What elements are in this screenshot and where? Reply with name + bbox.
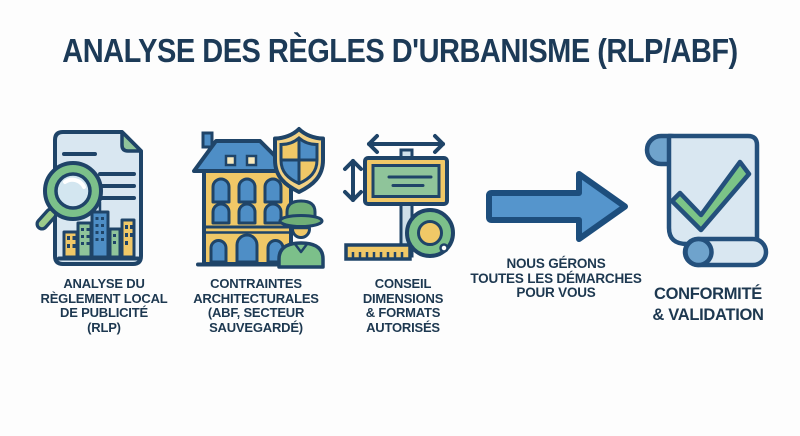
shield-icon — [273, 127, 325, 194]
step-label-contraintes: CONTRAINTES ARCHITECTURALES (ABF, SECTEU… — [166, 276, 346, 335]
checkmark — [669, 159, 752, 233]
step-label-demarches: NOUS GÉRONS TOUTES LES DÉMARCHES POUR VO… — [456, 256, 656, 301]
inspector-figure — [277, 199, 325, 269]
label-line: ANALYSE DU — [63, 276, 145, 291]
label-line: CONTRAINTES — [210, 276, 302, 291]
building — [192, 131, 298, 267]
label-line: SAUVEGARDÉ) — [209, 319, 303, 335]
label-line: DIMENSIONS — [362, 290, 444, 306]
scroll-bottom-roll — [682, 236, 769, 268]
page-title: ANALYSE DES RÈGLES D'URBANISME (RLP/ABF) — [62, 33, 738, 70]
label-line: DE PUBLICITÉ — [60, 305, 148, 320]
label-line: NOUS GÉRONS — [506, 256, 606, 271]
document-magnifier-icon — [35, 130, 143, 266]
label-line: POUR VOUS — [516, 285, 596, 301]
horizontal-arrow — [367, 134, 445, 154]
label-line: CONSEIL — [374, 276, 432, 291]
label-line: TOUTES LES DÉMARCHES — [470, 270, 642, 286]
measuring-tape — [344, 208, 455, 261]
label-line: CONFORMITÉ — [654, 285, 762, 303]
label-line: ARCHITECTURALES — [193, 290, 319, 306]
step-label-conseil: CONSEIL DIMENSIONS & FORMATS AUTORISÉS — [313, 276, 493, 335]
city-skyline — [57, 202, 140, 261]
label-line: (RLP) — [87, 319, 121, 335]
magnifier-glass — [35, 161, 103, 231]
label-line: RÈGLEMENT LOCAL — [40, 290, 168, 306]
step-label-analyse-rlp: ANALYSE DU RÈGLEMENT LOCAL DE PUBLICITÉ … — [14, 276, 194, 335]
label-line: & VALIDATION — [652, 305, 764, 324]
label-line: & FORMATS — [365, 305, 441, 320]
step-label-conformite: CONFORMITÉ & VALIDATION — [613, 284, 800, 325]
sign-dimensions-icon — [343, 134, 455, 261]
scroll-checkmark-icon — [644, 133, 769, 268]
arrow-shape — [486, 171, 628, 242]
label-line: AUTORISÉS — [366, 319, 440, 335]
building-shield-icon — [192, 127, 325, 269]
label-line: (ABF, SECTEUR — [207, 305, 305, 320]
vertical-arrow — [343, 159, 363, 202]
arrow-right-icon — [486, 171, 628, 242]
